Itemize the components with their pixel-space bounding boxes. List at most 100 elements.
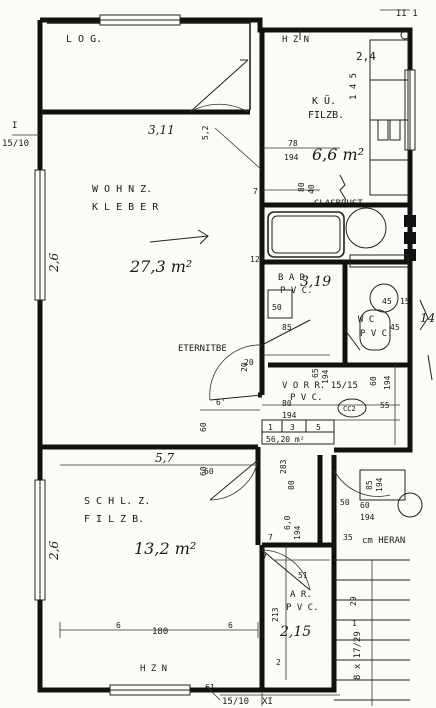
dim-40: 40	[307, 184, 316, 194]
dim-85: 85	[282, 323, 292, 332]
kitchen-area-note: 6,6 m²	[312, 145, 364, 164]
dim-180: 180	[152, 627, 168, 637]
dim-29: 29	[349, 596, 358, 606]
dim-50-b: 50	[340, 498, 350, 507]
dimension-lines	[12, 9, 410, 706]
dim-12: 12	[250, 255, 260, 264]
table-cell-1: 1	[268, 423, 273, 432]
kitchen-label: K Ü.	[312, 94, 336, 107]
eternit-label: ETERNITBE	[178, 344, 227, 354]
dim-1: 1	[352, 619, 357, 628]
dim-60-d: 60	[360, 501, 370, 510]
dim-20-b: 20	[244, 358, 254, 367]
bottom-dim-61: 61	[205, 683, 215, 692]
dim-194-f: 194	[360, 513, 375, 522]
wc-label: W C	[358, 315, 374, 325]
kitchen-fixtures	[299, 30, 410, 201]
dim-213: 213	[271, 607, 280, 622]
dim-80-a: 80	[297, 182, 306, 192]
dim-85-b: 85	[365, 480, 374, 490]
loggia-door	[189, 59, 249, 113]
dim-194-c: 194	[383, 375, 392, 390]
heran-label: cm HERAN	[362, 536, 405, 546]
hall-area-note: 5,7	[155, 451, 174, 465]
dim-194-e: 194	[375, 477, 384, 492]
glasbrust-label: GLASBRUST	[314, 199, 363, 209]
hzn-top-label: H Z N	[282, 35, 309, 45]
dim-194-b: 194	[321, 369, 330, 384]
hzn-bottom-label: H Z N	[140, 664, 167, 674]
dim-7-c: 7	[262, 553, 267, 562]
table-cell-3: 3	[290, 423, 295, 432]
stair-label: 8 x 17/29	[353, 631, 363, 680]
living-floor-label: K L E B E R	[92, 202, 159, 213]
dim-80-c: 80	[287, 480, 296, 490]
kitchen-floor-label: FILZB.	[308, 110, 344, 121]
dim-194-g: 194	[293, 525, 302, 540]
storage-label: A R.	[290, 590, 312, 600]
living-label: W O H N Z.	[92, 184, 152, 195]
bottom-xi-mark: XI	[262, 697, 273, 707]
area-table	[261, 398, 367, 445]
outer-walls	[37, 17, 413, 693]
table-cell-5: 5	[316, 423, 321, 432]
dim-60-e: 60	[204, 467, 214, 476]
dim-65: 65	[311, 368, 320, 378]
dim-35: 35	[343, 533, 353, 542]
hall-floor-label: P V C.	[290, 393, 323, 403]
dim-15: 15	[400, 297, 410, 306]
dim-283: 283	[279, 459, 288, 474]
dim-7-a: 7	[253, 187, 258, 196]
dim-45-b: 45	[390, 323, 400, 332]
dim-6-left: 6	[116, 621, 121, 630]
hall-label: V O R R. 15/15	[282, 381, 358, 391]
wc-floor-label: P V C.	[360, 329, 393, 339]
height-note: 2,6	[47, 253, 61, 273]
dim-45-a: 45	[382, 297, 392, 306]
dim-55: 55	[380, 401, 390, 410]
windows	[34, 14, 416, 696]
dim-60-a: 60	[369, 376, 378, 386]
bath-label: B A D	[278, 273, 305, 283]
dim-60-b: 60	[199, 422, 208, 432]
interior-walls	[42, 22, 410, 690]
dim-78: 78	[288, 139, 298, 148]
dim-2-4: 2,4	[356, 50, 376, 63]
handwritten-notes: 27,3 m² 6,6 m² 13,2 m² 3,19 2,15 3,11 5,…	[47, 123, 435, 640]
table-total-area: 56,20 m²	[266, 435, 305, 444]
dim-20: 20	[240, 362, 249, 372]
sheet-mark-top: II 1	[396, 9, 418, 19]
storage-area-note: 2,15	[279, 624, 311, 640]
cc-mark: CC2	[343, 405, 356, 413]
dim-kitchen-145: 1 4 5	[349, 73, 359, 100]
dim-194-a: 194	[284, 153, 299, 162]
bedroom-label: S C H L. Z.	[84, 496, 150, 507]
dim-2: 2	[276, 658, 281, 667]
living-area-note: 27,3 m²	[129, 257, 192, 276]
sheet-mark-left: 15/10	[2, 139, 29, 149]
bedroom-floor-label: F I L Z B.	[84, 514, 144, 525]
loggia-label: L O G.	[66, 34, 102, 45]
storage-floor-label: P V C.	[286, 603, 319, 613]
dim-80-b: 80	[282, 399, 292, 408]
dimension-numbers: 1 4 5 5,2 78 194 80 40 7 12 50 85 45 15 …	[116, 50, 410, 667]
loggia-area-note: 3,11	[148, 123, 175, 137]
bath-area-note: 3,19	[300, 274, 331, 290]
dim-60-c: 60	[199, 466, 208, 476]
dim-6-right: 6	[228, 621, 233, 630]
bedroom-area-note: 13,2 m²	[134, 539, 196, 558]
dim-51: 51	[298, 571, 308, 580]
dim-6: 6'	[216, 398, 226, 407]
dim-7-b: 7	[268, 533, 273, 542]
stair	[334, 469, 410, 706]
bath-fixtures	[261, 207, 416, 351]
dim-50: 50	[272, 303, 282, 312]
dim-6-0: 6,0	[283, 515, 292, 530]
room-labels: II 1 15/10 I L O G. H Z N K Ü. FILZB. W …	[2, 9, 418, 707]
dim-5-2: 5,2	[201, 125, 210, 140]
section-mark-left: I	[12, 121, 17, 131]
dim-194-d: 194	[282, 411, 297, 420]
margin-note: 2,6	[47, 541, 61, 561]
bath-floor-label: P V C.	[280, 286, 313, 296]
